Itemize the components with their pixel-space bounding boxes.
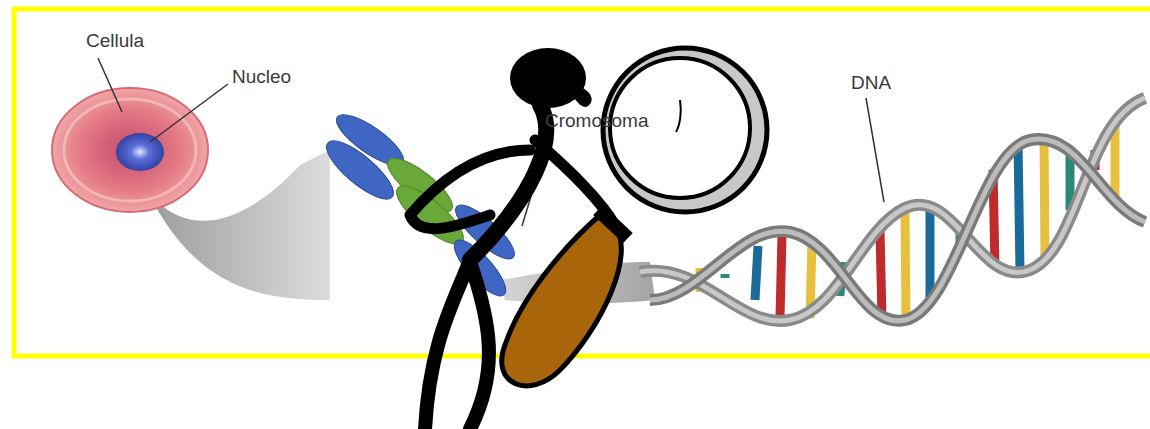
part-label: DNA	[851, 72, 891, 94]
cell-rim	[64, 99, 196, 201]
part-label: Cromosoma	[545, 110, 648, 132]
magnifying-glass	[502, 48, 767, 386]
nucleus	[116, 133, 164, 171]
cell	[52, 88, 208, 212]
part-label: Cellula	[86, 30, 144, 52]
part-label: Nucleo	[232, 66, 291, 88]
